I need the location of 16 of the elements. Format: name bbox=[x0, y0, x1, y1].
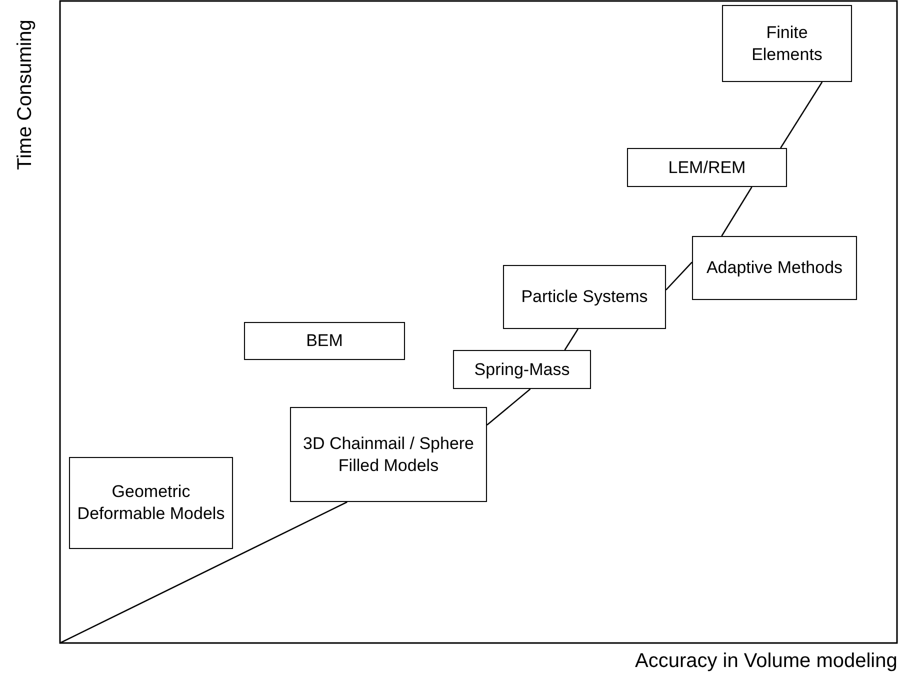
curve-line bbox=[721, 186, 752, 236]
curve-line bbox=[666, 262, 692, 290]
method-box: Particle Systems bbox=[503, 265, 666, 329]
curve-line bbox=[780, 82, 823, 148]
y-axis-label: Time Consuming bbox=[14, 20, 37, 170]
x-axis-label: Accuracy in Volume modeling bbox=[635, 650, 898, 673]
method-box: BEM bbox=[244, 322, 405, 360]
method-box: Finite Elements bbox=[722, 5, 852, 82]
method-box: LEM/REM bbox=[627, 148, 787, 187]
curve-line bbox=[60, 501, 348, 644]
curve-line bbox=[564, 328, 579, 350]
method-box: 3D Chainmail / Sphere Filled Models bbox=[290, 407, 487, 502]
method-box: Geometric Deformable Models bbox=[69, 457, 233, 549]
curve-line bbox=[486, 388, 531, 426]
method-box: Spring-Mass bbox=[453, 350, 591, 389]
method-box: Adaptive Methods bbox=[692, 236, 857, 300]
